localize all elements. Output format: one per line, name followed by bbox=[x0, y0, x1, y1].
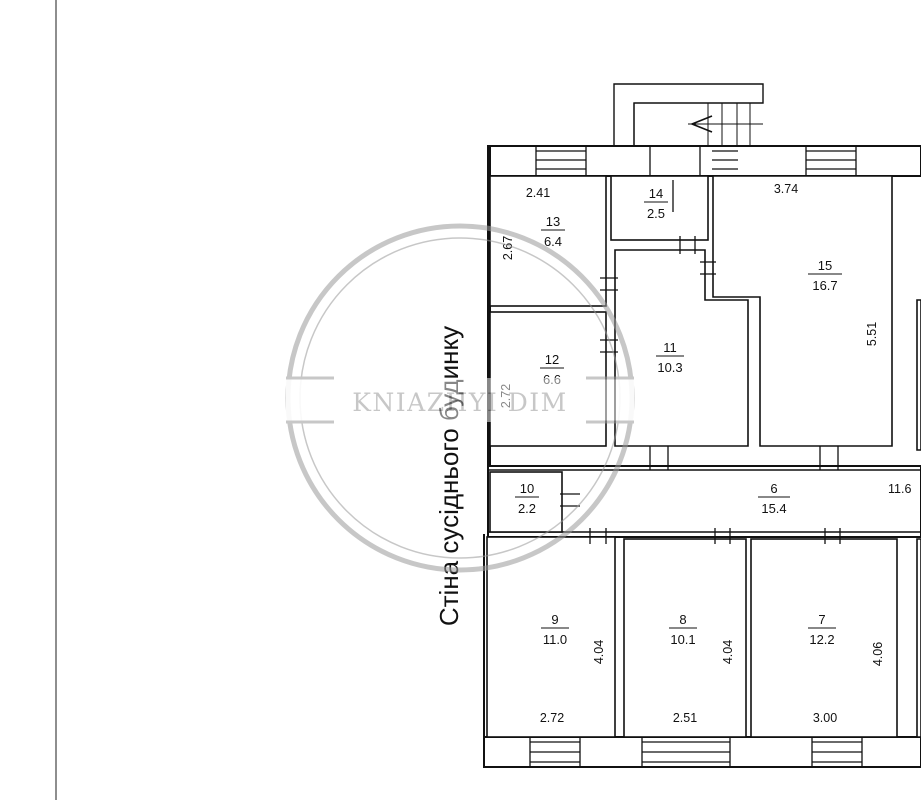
dim-4-04-room9: 4.04 bbox=[592, 640, 606, 664]
dimension-labels: 2.41 3.74 2.67 5.51 2.72 11.6 4.04 4.04 … bbox=[499, 182, 911, 725]
window-bottom-2 bbox=[641, 737, 731, 767]
dim-11-6: 11.6 bbox=[888, 482, 911, 496]
dim-2-41: 2.41 bbox=[526, 186, 550, 200]
window-top-2 bbox=[649, 146, 738, 176]
room-6-number: 6 bbox=[770, 481, 777, 496]
room-12-area: 6.6 bbox=[543, 372, 561, 387]
dim-2-72-room9: 2.72 bbox=[540, 711, 564, 725]
dim-3-74: 3.74 bbox=[774, 182, 798, 196]
room-12-number: 12 bbox=[545, 352, 559, 367]
room-right-partial bbox=[916, 299, 921, 451]
room-8-number: 8 bbox=[679, 612, 686, 627]
room-14-area: 2.5 bbox=[647, 206, 665, 221]
watermark: KNIAZHYI DIM bbox=[285, 223, 635, 573]
watermark-inner-ring bbox=[299, 237, 621, 559]
room-13-area: 6.4 bbox=[544, 234, 562, 249]
room-9-outline bbox=[486, 536, 616, 738]
window-bottom-1 bbox=[529, 737, 581, 767]
room-9-number: 9 bbox=[551, 612, 558, 627]
dim-5-51: 5.51 bbox=[865, 322, 879, 346]
neighbor-wall-label: Стіна сусіднього будинку bbox=[434, 326, 464, 626]
room-15-area: 16.7 bbox=[812, 278, 837, 293]
room-right-lower-partial bbox=[916, 538, 921, 738]
room-13-number: 13 bbox=[546, 214, 560, 229]
room-8-outline bbox=[623, 538, 747, 738]
dim-4-04-room8: 4.04 bbox=[721, 640, 735, 664]
entrance-stairs bbox=[613, 83, 764, 147]
window-top-3 bbox=[805, 146, 857, 176]
room-11-outline bbox=[614, 249, 749, 447]
room-10-area: 2.2 bbox=[518, 501, 536, 516]
room-11-number: 11 bbox=[663, 340, 677, 355]
room-9-area: 11.0 bbox=[543, 632, 567, 647]
room-7-outline bbox=[750, 538, 898, 738]
room-10-number: 10 bbox=[520, 481, 534, 496]
room-15-number: 15 bbox=[818, 258, 832, 273]
room-8-area: 10.1 bbox=[670, 632, 695, 647]
doors bbox=[560, 180, 841, 544]
room-15-outline bbox=[712, 175, 893, 447]
dim-2-72-room12: 2.72 bbox=[499, 384, 513, 408]
room-labels: 13 6.4 14 2.5 15 16.7 12 6.6 11 10.3 10 … bbox=[515, 186, 842, 647]
room-11-area: 10.3 bbox=[657, 360, 682, 375]
entrance-arrow-icon bbox=[689, 115, 713, 133]
room-6-area: 15.4 bbox=[761, 501, 786, 516]
dim-3-00: 3.00 bbox=[813, 711, 837, 725]
room-14-outline bbox=[610, 175, 709, 241]
window-bottom-3 bbox=[811, 737, 863, 767]
watermark-text: KNIAZHYI DIM bbox=[352, 388, 568, 417]
room-10-outline bbox=[489, 471, 563, 533]
dim-2-51: 2.51 bbox=[673, 711, 697, 725]
room-14-number: 14 bbox=[649, 186, 663, 201]
room-7-number: 7 bbox=[818, 612, 825, 627]
dim-2-67: 2.67 bbox=[501, 236, 515, 260]
dim-4-06: 4.06 bbox=[871, 642, 885, 666]
room-7-area: 12.2 bbox=[809, 632, 834, 647]
watermark-outer-ring bbox=[285, 223, 635, 573]
window-top-1 bbox=[535, 146, 587, 176]
